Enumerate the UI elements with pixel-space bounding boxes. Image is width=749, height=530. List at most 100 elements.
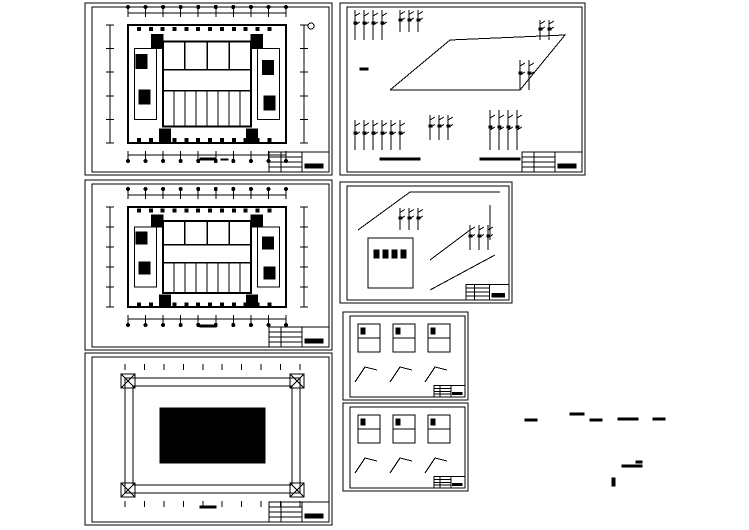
valve bbox=[506, 125, 511, 129]
exterior-wall bbox=[127, 206, 287, 308]
hip-line bbox=[120, 373, 136, 389]
roof-outline bbox=[124, 377, 301, 494]
fixture bbox=[395, 418, 401, 426]
column bbox=[148, 26, 153, 31]
column bbox=[136, 137, 141, 142]
fixture bbox=[360, 418, 366, 426]
column bbox=[219, 302, 224, 307]
sheet-border bbox=[84, 352, 333, 526]
sheet-border bbox=[342, 311, 469, 401]
column bbox=[160, 302, 165, 307]
branch-pipe bbox=[399, 10, 406, 15]
fixture-block bbox=[263, 266, 276, 280]
axis-bubble bbox=[126, 323, 130, 327]
title-block-text bbox=[491, 293, 506, 298]
axis-bubble bbox=[178, 187, 183, 191]
hip-line bbox=[289, 482, 305, 498]
axis-bubble bbox=[161, 159, 166, 163]
column bbox=[243, 208, 248, 213]
sheet-isometric-2 bbox=[339, 181, 513, 304]
axis-bubble bbox=[231, 159, 236, 163]
sheet-roof-plan bbox=[84, 352, 333, 526]
column bbox=[136, 26, 141, 31]
column bbox=[172, 26, 177, 31]
roof-corner bbox=[120, 373, 136, 389]
annotation-text bbox=[617, 417, 639, 421]
branch-pipe bbox=[447, 116, 454, 121]
column bbox=[136, 302, 141, 307]
valve bbox=[538, 27, 543, 31]
branch-pipe bbox=[372, 12, 379, 17]
branch-pipe bbox=[507, 114, 514, 119]
axis-bubble bbox=[161, 323, 166, 327]
branch-pipe bbox=[408, 10, 415, 15]
valve bbox=[497, 125, 502, 129]
sheet-inner-border bbox=[349, 315, 466, 398]
isometric-outline bbox=[389, 34, 567, 91]
valve bbox=[527, 71, 532, 75]
column bbox=[255, 208, 260, 213]
column bbox=[136, 208, 141, 213]
fixture bbox=[373, 249, 380, 259]
fixture bbox=[391, 249, 398, 259]
column bbox=[243, 302, 248, 307]
column bbox=[231, 137, 236, 142]
column bbox=[184, 208, 189, 213]
branch-pipe bbox=[390, 122, 397, 127]
axis-bubble bbox=[266, 159, 271, 163]
valve bbox=[407, 216, 412, 220]
valve bbox=[515, 125, 520, 129]
valve bbox=[362, 21, 367, 25]
axis-bubble bbox=[143, 187, 148, 191]
fixture-block bbox=[159, 128, 172, 144]
annotation-text bbox=[589, 418, 603, 422]
sheet-inner-border bbox=[91, 183, 330, 348]
fixture-block bbox=[138, 261, 151, 275]
axis-bubble bbox=[231, 187, 236, 191]
fixture bbox=[382, 249, 389, 259]
column bbox=[267, 137, 272, 142]
hip-line bbox=[120, 482, 136, 498]
valve bbox=[362, 131, 367, 135]
branch-pipe bbox=[498, 114, 505, 119]
valve bbox=[477, 234, 482, 238]
axis-bubble bbox=[196, 187, 201, 191]
column bbox=[208, 26, 213, 31]
drawing-title bbox=[199, 324, 217, 328]
valve bbox=[468, 234, 473, 238]
column bbox=[267, 208, 272, 213]
axis-bubble bbox=[213, 187, 218, 191]
hip-line bbox=[289, 373, 305, 389]
fixture-block bbox=[138, 89, 151, 105]
sheet-border bbox=[339, 181, 513, 304]
column bbox=[255, 302, 260, 307]
branch-pipe bbox=[354, 12, 361, 17]
annotation-text bbox=[621, 464, 643, 468]
axis-bubble bbox=[266, 187, 271, 191]
fixture-block bbox=[246, 294, 259, 308]
sheet-floor-plan-2 bbox=[84, 179, 333, 351]
valve bbox=[398, 216, 403, 220]
annotation-mark bbox=[611, 477, 616, 487]
side-rooms-left bbox=[133, 48, 157, 120]
axis-bubble bbox=[143, 5, 148, 9]
fixture-block bbox=[159, 294, 172, 308]
valve bbox=[428, 124, 433, 128]
branch-pipe bbox=[372, 122, 379, 127]
column bbox=[208, 302, 213, 307]
column bbox=[172, 137, 177, 142]
valve bbox=[407, 18, 412, 22]
axis-bubble bbox=[213, 5, 218, 9]
valve bbox=[398, 131, 403, 135]
valve bbox=[389, 131, 394, 135]
isometric-detail bbox=[354, 366, 378, 383]
column bbox=[160, 137, 165, 142]
axis-bubble bbox=[266, 323, 271, 327]
branch-pipe bbox=[363, 122, 370, 127]
branch-pipe bbox=[528, 62, 535, 67]
axis-bubble bbox=[266, 5, 271, 9]
column bbox=[172, 302, 177, 307]
sheet-inner-border bbox=[346, 6, 583, 173]
branch-pipe bbox=[516, 114, 523, 119]
